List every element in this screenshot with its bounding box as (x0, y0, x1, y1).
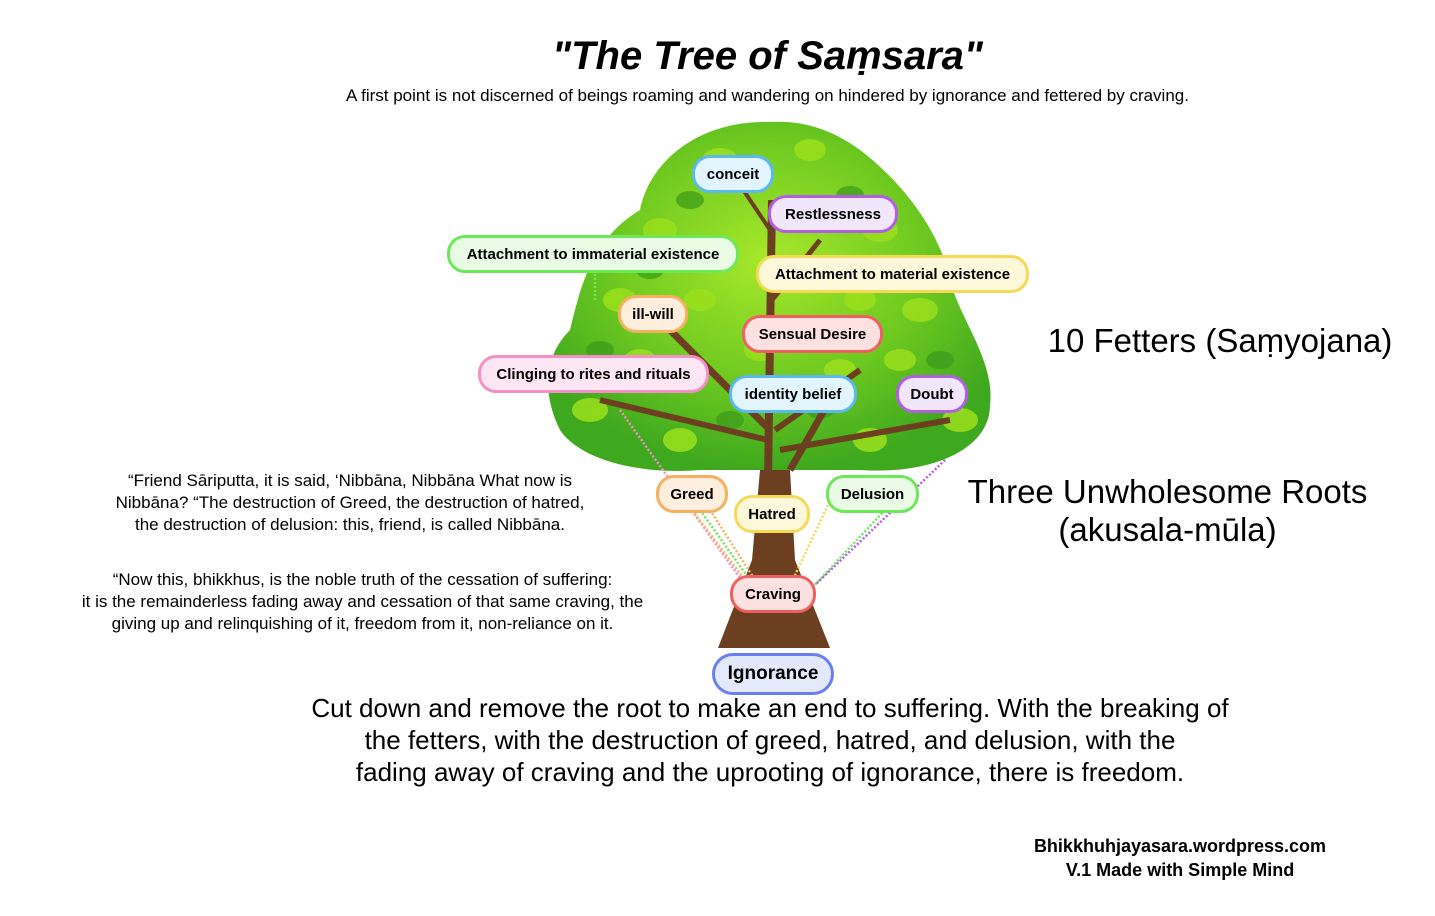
fetter-label: Doubt (910, 385, 954, 403)
connector-lines (593, 270, 946, 591)
fetter-doubt[interactable]: Doubt (896, 375, 968, 413)
closing-line: Cut down and remove the root to make an … (311, 693, 1229, 723)
nibbana-quote: “Friend Sāriputta, it is said, ‘Nibbāna,… (60, 470, 640, 536)
fetter-ill-will[interactable]: ill-will (618, 295, 688, 333)
credit-version: V.1 Made with Simple Mind (1065, 860, 1295, 880)
fetter-attachment-material[interactable]: Attachment to material existence (756, 255, 1029, 293)
node-ignorance[interactable]: Ignorance (712, 653, 834, 695)
fetter-label: Sensual Desire (758, 325, 867, 343)
fetter-label: Restlessness (785, 205, 881, 223)
quote-line: Nibbāna? “The destruction of Greed, the … (115, 493, 585, 512)
root-greed[interactable]: Greed (656, 475, 728, 513)
root-label: Hatred (748, 505, 796, 523)
credits: Bhikkhuhjayasara.wordpress.com V.1 Made … (1000, 834, 1360, 882)
closing-line: the fetters, with the destruction of gre… (364, 725, 1176, 755)
quote-line: “Friend Sāriputta, it is said, ‘Nibbāna,… (127, 471, 573, 490)
fetter-label: identity belief (744, 385, 842, 403)
root-hatred[interactable]: Hatred (734, 495, 810, 533)
node-craving[interactable]: Craving (730, 575, 816, 613)
roots-heading: Three Unwholesome Roots (akusala-mūla) (940, 473, 1395, 549)
quote-line: giving up and relinquishing of it, freed… (111, 614, 614, 633)
fetter-clinging-rites[interactable]: Clinging to rites and rituals (478, 355, 709, 393)
cessation-quote: “Now this, bhikkhus, is the noble truth … (20, 569, 705, 635)
root-label: Delusion (840, 485, 905, 503)
quote-line: the destruction of delusion: this, frien… (135, 515, 565, 534)
page-subtitle: A first point is not discerned of beings… (346, 86, 1189, 105)
fetter-sensual-desire[interactable]: Sensual Desire (742, 315, 883, 353)
fetter-label: Attachment to immaterial existence (466, 245, 720, 263)
fetter-restlessness[interactable]: Restlessness (768, 195, 898, 233)
quote-line: it is the remainderless fading away and … (81, 592, 644, 611)
craving-label: Craving (745, 585, 801, 603)
root-delusion[interactable]: Delusion (826, 475, 919, 513)
credit-site-link[interactable]: Bhikkhuhjayasara.wordpress.com (1033, 836, 1327, 856)
fetter-conceit[interactable]: conceit (692, 155, 774, 193)
fetter-label: Attachment to material existence (774, 265, 1011, 283)
roots-heading-line2: (akusala-mūla) (1058, 511, 1277, 548)
quote-line: “Now this, bhikkhus, is the noble truth … (112, 570, 613, 589)
root-label: Greed (670, 485, 714, 503)
ignorance-label: Ignorance (727, 663, 819, 684)
roots-heading-line1: Three Unwholesome Roots (967, 473, 1368, 510)
fetter-attachment-immaterial[interactable]: Attachment to immaterial existence (447, 235, 739, 273)
fetters-heading: 10 Fetters (Saṃyojana) (1047, 322, 1393, 359)
fetter-identity-belief[interactable]: identity belief (729, 375, 857, 413)
closing-statement: Cut down and remove the root to make an … (250, 692, 1290, 788)
page-title: "The Tree of Saṃsara" (552, 34, 983, 78)
closing-line: fading away of craving and the uprooting… (355, 757, 1185, 787)
fetter-label: ill-will (632, 305, 674, 323)
fetter-label: Clinging to rites and rituals (496, 365, 691, 383)
fetter-label: conceit (706, 165, 760, 183)
